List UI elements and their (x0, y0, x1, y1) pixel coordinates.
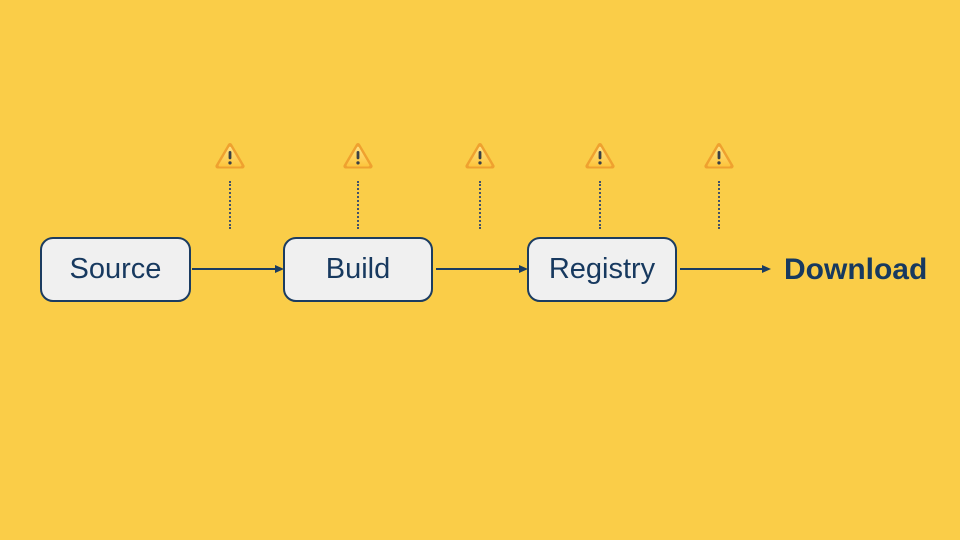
warning-triangle-icon (585, 143, 615, 169)
threat-marker-4 (585, 142, 615, 229)
dotted-connector-line (229, 181, 231, 229)
download-label: Download (784, 252, 928, 286)
warning-triangle-icon (704, 143, 734, 169)
node-registry: Registry (527, 237, 677, 302)
threat-marker-3 (465, 142, 495, 229)
threat-marker-2 (343, 142, 373, 229)
dotted-connector-line (479, 181, 481, 229)
warning-triangle-icon (215, 143, 245, 169)
warning-triangle-icon (343, 143, 373, 169)
node-source: Source (40, 237, 191, 302)
dotted-connector-line (718, 181, 720, 229)
arrow-build-registry (436, 265, 528, 273)
dotted-connector-line (599, 181, 601, 229)
arrow-source-build (192, 265, 284, 273)
arrow-registry-download (680, 265, 771, 273)
node-label: Build (325, 253, 391, 285)
node-label: Registry (548, 253, 656, 285)
threat-marker-1 (215, 142, 245, 229)
node-label: Source (69, 253, 162, 285)
dotted-connector-line (357, 181, 359, 229)
node-build: Build (283, 237, 433, 302)
threat-marker-5 (704, 142, 734, 229)
warning-triangle-icon (465, 143, 495, 169)
